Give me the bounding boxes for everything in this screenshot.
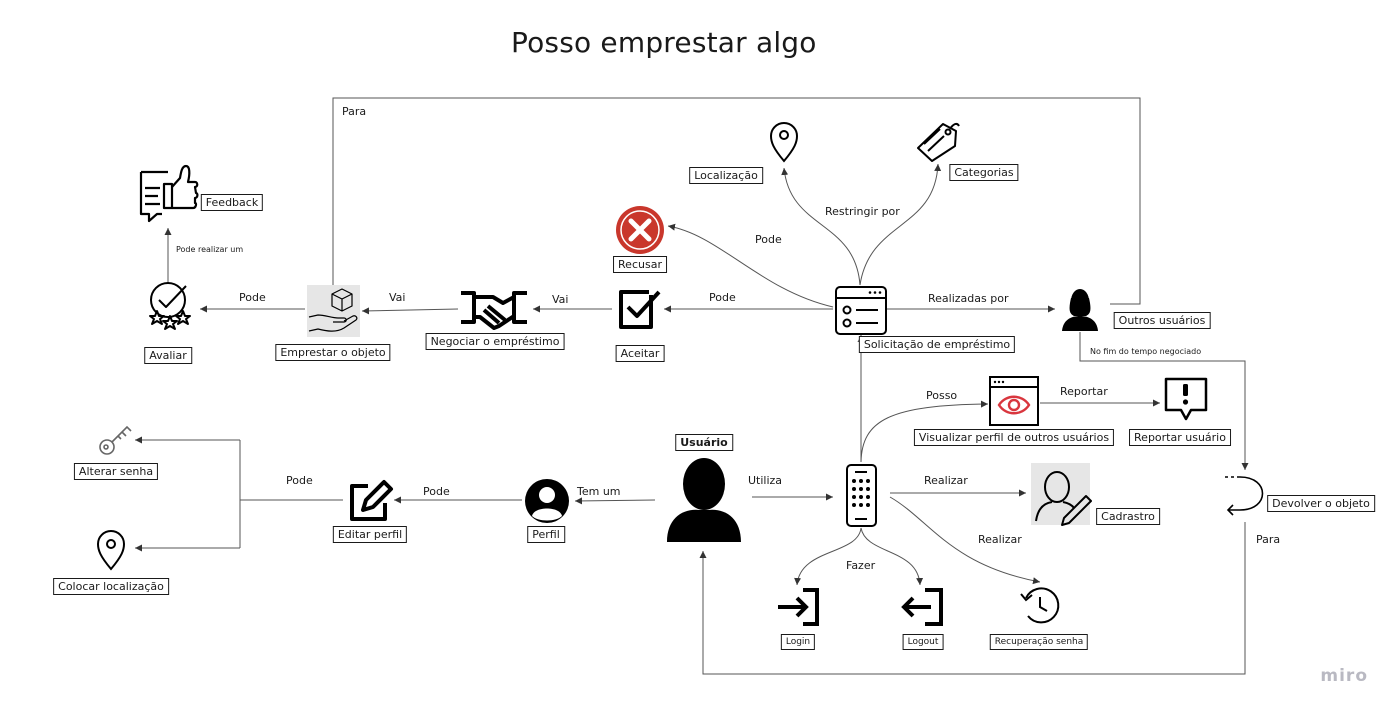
node-logout: Logout xyxy=(902,634,944,650)
node-outros-usuarios: Outros usuários xyxy=(1113,312,1211,329)
edge-label-para-top: Para xyxy=(342,105,367,118)
node-alterar-senha: Alterar senha xyxy=(73,463,159,480)
node-solicitacao: Solicitação de empréstimo xyxy=(858,336,1016,353)
handshake-icon xyxy=(461,291,527,330)
return-arrow-icon xyxy=(1225,476,1264,516)
edge-para-bottom xyxy=(699,522,1246,675)
edge-fazer-logout xyxy=(860,527,924,586)
miro-watermark: miro xyxy=(1320,666,1368,686)
woman-silhouette-icon xyxy=(1062,289,1098,331)
hand-box-icon xyxy=(307,285,360,337)
location-pin-icon xyxy=(769,122,799,163)
form-window-icon xyxy=(835,286,887,335)
edge-label-posso: Posso xyxy=(926,389,958,402)
edge-label-pode-realizar-um: Pode realizar um xyxy=(176,245,244,254)
edit-pencil-icon xyxy=(350,480,393,521)
node-localizacao: Localização xyxy=(689,167,763,184)
login-icon xyxy=(778,588,819,626)
edge-label-para-bottom: Para xyxy=(1256,533,1281,546)
edge-label-realizar-recuperacao: Realizar xyxy=(978,533,1022,546)
red-x-circle-icon xyxy=(616,206,664,254)
edge-label-pode-aceitar: Pode xyxy=(709,291,736,304)
edge-restringir-categorias xyxy=(859,163,942,286)
logout-icon xyxy=(901,588,943,626)
edge-label-pode-editar: Pode xyxy=(423,485,450,498)
edge-pode-recusar xyxy=(667,223,834,308)
edge-para-top xyxy=(332,97,1141,305)
node-recusar: Recusar xyxy=(613,256,667,273)
rating-stars-icon xyxy=(149,282,191,330)
person-silhouette-icon xyxy=(667,458,741,542)
edge-label-tem-um: Tem um xyxy=(577,485,621,498)
node-visualizar-perfil: Visualizar perfil de outros usuários xyxy=(913,429,1115,446)
history-icon xyxy=(1020,587,1060,624)
edge-label-pode-avaliar: Pode xyxy=(239,291,266,304)
eye-window-icon xyxy=(989,376,1039,426)
node-emprestar: Emprestar o objeto xyxy=(275,344,391,361)
edge-label-restringir-por: Restringir por xyxy=(825,205,900,218)
node-reportar-usuario: Reportar usuário xyxy=(1129,429,1231,446)
edge-realizar-recuperacao xyxy=(889,496,1041,585)
edge-label-pode-recusar: Pode xyxy=(755,233,782,246)
node-login: Login xyxy=(780,634,816,650)
edge-restringir-localizacao xyxy=(781,167,861,286)
edge-label-no-fim: No fim do tempo negociado xyxy=(1090,347,1202,356)
node-perfil: Perfil xyxy=(527,526,565,543)
node-aceitar: Aceitar xyxy=(615,345,665,362)
node-recuperacao-senha: Recuperação senha xyxy=(989,634,1089,650)
edge-label-pode-config: Pode xyxy=(286,474,313,487)
node-cadastro: Cadrastro xyxy=(1096,508,1160,525)
keys-icon xyxy=(99,425,132,455)
node-avaliar: Avaliar xyxy=(144,347,192,364)
edge-label-reportar: Reportar xyxy=(1060,385,1108,398)
thumbs-up-feedback-icon xyxy=(139,164,199,223)
edge-label-vai-emprestar: Vai xyxy=(389,291,406,304)
node-negociar: Negociar o empréstimo xyxy=(425,333,565,350)
node-categorias: Categorias xyxy=(949,164,1019,181)
edge-label-utiliza: Utiliza xyxy=(748,474,783,487)
node-feedback: Feedback xyxy=(200,194,264,211)
node-editar-perfil: Editar perfil xyxy=(332,526,408,543)
edge-tem-um xyxy=(574,497,656,505)
node-usuario: Usuário xyxy=(675,434,733,451)
edge-label-fazer: Fazer xyxy=(846,559,876,572)
edge-fazer-login xyxy=(794,527,862,586)
edge-label-vai-negociar: Vai xyxy=(552,293,569,306)
node-devolver: Devolver o objeto xyxy=(1267,495,1375,512)
edge-label-realizadas-por: Realizadas por xyxy=(928,292,1009,305)
report-bubble-icon xyxy=(1164,377,1208,421)
checkbox-check-icon xyxy=(619,290,661,329)
tag-icon xyxy=(917,122,960,162)
mobile-keypad-icon xyxy=(846,464,877,527)
user-circle-icon xyxy=(525,479,569,523)
edge-vai-emprestar xyxy=(361,307,459,315)
edge-label-realizar-cadastro: Realizar xyxy=(924,474,968,487)
edge-no-fim xyxy=(1079,332,1249,470)
user-edit-icon xyxy=(1031,463,1092,526)
diagram-title: Posso emprestar algo xyxy=(511,26,817,59)
location-pin-icon xyxy=(96,530,126,571)
node-colocar-localizacao: Colocar localização xyxy=(53,578,169,595)
edge-posso xyxy=(860,400,989,463)
